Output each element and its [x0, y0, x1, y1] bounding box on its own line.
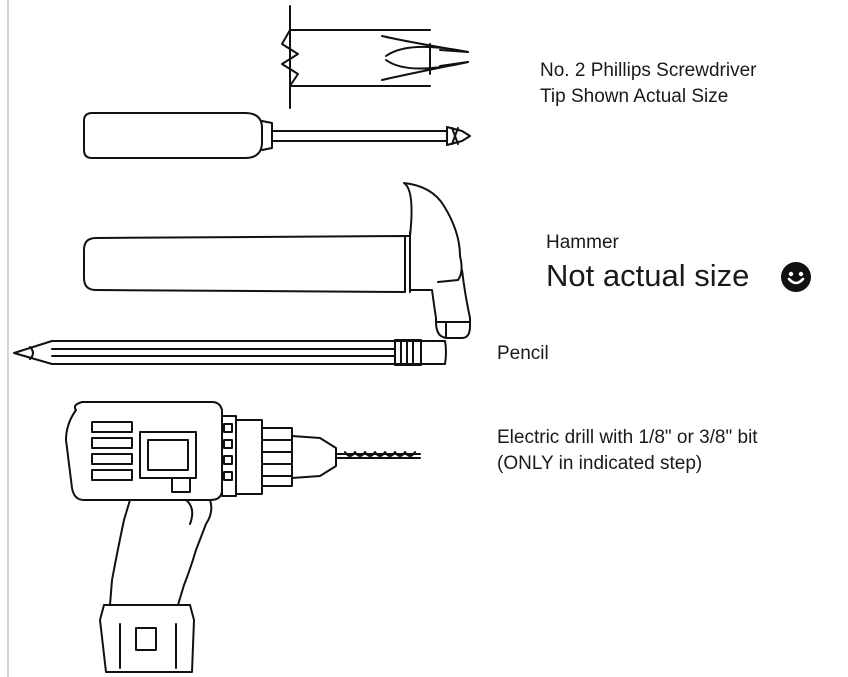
hammer-size-note: Not actual size: [546, 258, 750, 293]
screwdriver-tip-detail: [281, 5, 469, 109]
drill-label-line1: Electric drill with 1/8" or 3/8" bit: [497, 427, 758, 448]
hammer-drawing: [83, 182, 471, 339]
pencil-drawing: [13, 339, 447, 366]
pencil-label: Pencil: [497, 343, 549, 364]
page-left-rule: [7, 0, 9, 677]
screwdriver-label-line1: No. 2 Phillips Screwdriver: [540, 60, 757, 81]
drill-drawing: [65, 401, 421, 673]
hammer-label: Hammer: [546, 232, 619, 253]
screwdriver-label-line2: Tip Shown Actual Size: [540, 86, 729, 107]
drill-label-line2: (ONLY in indicated step): [497, 453, 703, 474]
screwdriver-drawing: [83, 112, 471, 159]
smiley-face-icon: [781, 262, 811, 292]
